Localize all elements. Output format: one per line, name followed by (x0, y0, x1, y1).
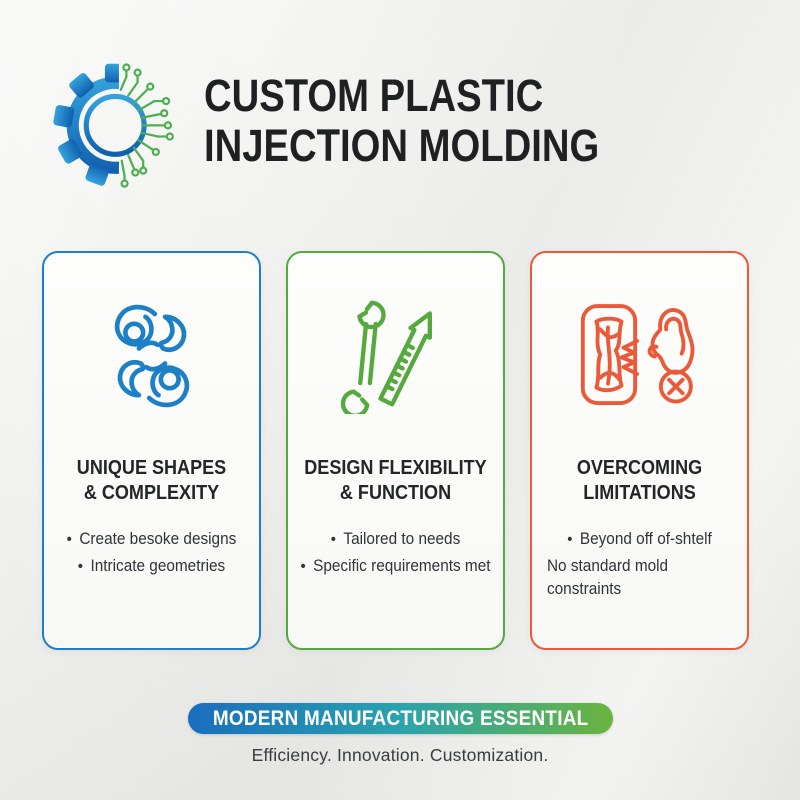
card-bullets: • Create besoke designs • Intricate geom… (52, 528, 252, 578)
bullet-item: • Beyond off of-shtelf (567, 530, 712, 548)
bullet-item: • Specific requirements met (300, 557, 491, 575)
bullet-item: • Tailored to needs (330, 530, 461, 548)
card-icon-wrap (532, 296, 747, 416)
card-overcoming-limitations: OVERCOMING LIMITATIONS • Beyond off of-s… (530, 251, 749, 650)
banner-pill: MODERN MANUFACTURING ESSENTIAL (188, 703, 613, 734)
page-title-line2: INJECTION MOLDING (204, 120, 600, 171)
card-icon-wrap (288, 296, 503, 416)
broken-mold-rejected-icon (580, 304, 694, 405)
card-design-flexibility: DESIGN FLEXIBILITY & FUNCTION • Tailored… (286, 251, 505, 650)
card-title: DESIGN FLEXIBILITY & FUNCTION (304, 456, 487, 504)
bullet-item: No standard mold constraints (546, 557, 669, 598)
page-title: CUSTOM PLASTIC INJECTION MOLDING (204, 71, 599, 171)
card-title: OVERCOMING LIMITATIONS (576, 456, 703, 504)
card-title: UNIQUE SHAPES & COMPLEXITY (76, 456, 227, 504)
feature-cards-row: UNIQUE SHAPES & COMPLEXITY • Create beso… (42, 251, 749, 650)
tagline: Efficiency. Innovation. Customization. (251, 745, 549, 765)
bullet-item: • Create besoke designs (66, 530, 237, 548)
circuit-traces (119, 63, 174, 188)
gear-circuit-logo-icon (53, 63, 174, 188)
interlocking-shapes-icon (114, 304, 208, 412)
bullet-item: • Intricate geometries (77, 557, 226, 575)
page-title-line1: CUSTOM PLASTIC (204, 70, 544, 121)
card-bullets: • Beyond off of-shtelf No standard mold … (540, 528, 740, 601)
banner-label: MODERN MANUFACTURING ESSENTIAL (212, 706, 589, 730)
card-bullets: • Tailored to needs • Specific requireme… (296, 528, 496, 578)
card-unique-shapes: UNIQUE SHAPES & COMPLEXITY • Create beso… (42, 251, 261, 650)
card-icon-wrap (44, 296, 259, 416)
wrench-ruler-arrow-icon (340, 300, 432, 414)
